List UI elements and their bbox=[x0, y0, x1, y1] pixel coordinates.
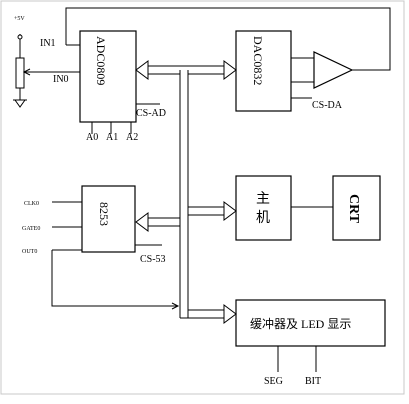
feedback-wire bbox=[65, 7, 391, 71]
adc-cs-label: CS-AD bbox=[136, 108, 166, 119]
timer-chip bbox=[81, 185, 136, 253]
crt-box bbox=[332, 175, 381, 241]
buffer-name: 缓冲器及 LED 显示 bbox=[250, 316, 351, 331]
opamp-symbol bbox=[313, 51, 354, 89]
crt-name: CRT bbox=[346, 194, 361, 224]
dac-cs-label: CS-DA bbox=[312, 100, 343, 111]
adc-a0-label: A0 bbox=[86, 132, 98, 143]
frame bbox=[0, 0, 405, 395]
timer-clk-label: CLK0 bbox=[24, 201, 39, 207]
adc-a2-label: A2 bbox=[126, 132, 138, 143]
host-name-line1: 主 bbox=[256, 191, 270, 207]
host-name-line2: 机 bbox=[256, 210, 270, 226]
buffer-bit-label: BIT bbox=[305, 376, 321, 387]
wiper-arrow bbox=[22, 68, 31, 76]
bus-arrowheads bbox=[135, 60, 237, 324]
buffer-box bbox=[235, 299, 386, 347]
out0-route bbox=[51, 250, 178, 307]
buffer-seg-label: SEG bbox=[264, 376, 283, 387]
vcc-label: +5V bbox=[14, 16, 25, 22]
timer-out-label: OUT0 bbox=[22, 249, 37, 255]
host-box bbox=[235, 175, 292, 241]
timer-cs-label: CS-53 bbox=[140, 254, 166, 265]
adc-in0-label: IN0 bbox=[53, 74, 69, 85]
out0-arrow bbox=[171, 302, 180, 310]
system-bus bbox=[148, 65, 224, 319]
adc-a1-label: A1 bbox=[106, 132, 118, 143]
dac-name: DAC0832 bbox=[251, 36, 265, 85]
potentiometer bbox=[13, 34, 27, 108]
timer-name: 8253 bbox=[97, 202, 111, 226]
adc-name: ADC0809 bbox=[94, 36, 108, 85]
adc-chip bbox=[79, 30, 137, 123]
timer-gate-label: GATE0 bbox=[22, 226, 40, 232]
adc-in1-label: IN1 bbox=[40, 38, 56, 49]
dac-chip bbox=[235, 30, 292, 112]
